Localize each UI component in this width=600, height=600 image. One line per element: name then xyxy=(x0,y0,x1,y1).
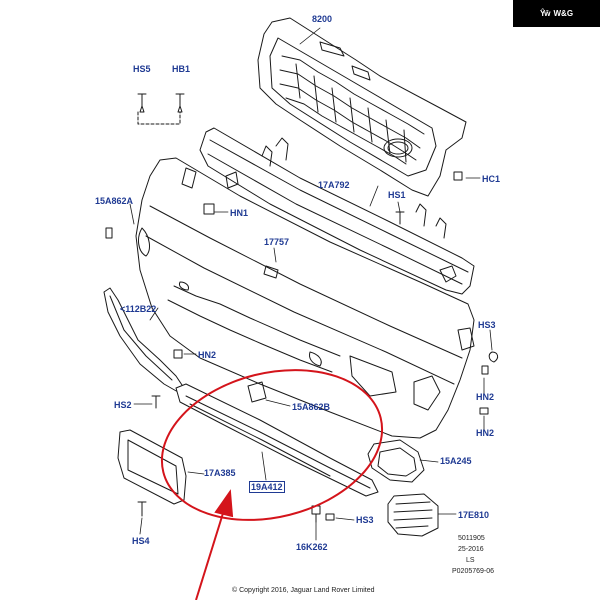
ref-date: 25-2016 xyxy=(458,546,484,553)
callout-17757: 17757 xyxy=(264,237,290,247)
highlight-annotation xyxy=(160,369,384,600)
callout-15a862b: 15A862B xyxy=(292,402,331,412)
highlight-ellipse xyxy=(160,369,384,521)
callout-hn2-right-lower: HN2 xyxy=(476,428,495,438)
callout-16k262: 16K262 xyxy=(296,542,328,552)
callout-hn2-right-upper: HN2 xyxy=(476,392,495,402)
callout-hs1: HS1 xyxy=(388,190,406,200)
highlight-arrow-shaft xyxy=(195,509,225,600)
callout-hs3-lower: HS3 xyxy=(356,515,374,525)
upper-beam-part xyxy=(199,127,475,295)
highlight-arrow-head xyxy=(214,489,234,518)
callout-17e810: 17E810 xyxy=(458,510,490,520)
lower-grille-insert-part xyxy=(387,493,439,537)
callout-hb1: HB1 xyxy=(172,64,191,74)
ref-drawing-id: P0205769-06 xyxy=(452,568,495,575)
leader-lines xyxy=(129,27,493,541)
callout-hs2: HS2 xyxy=(114,400,132,410)
ref-code: LS xyxy=(466,557,475,564)
fasteners xyxy=(105,93,499,523)
bumper-cover-part xyxy=(135,157,475,439)
callout-hn1: HN1 xyxy=(230,208,249,218)
fog-lamp-bezel-part xyxy=(367,439,425,483)
callout-8200: 8200 xyxy=(312,14,333,24)
ref-number: 5011905 xyxy=(458,535,485,542)
callout-15a245: 15A245 xyxy=(440,456,472,466)
logo-mark: Ŷŵ xyxy=(539,9,551,18)
callout-hs5: HS5 xyxy=(133,64,151,74)
grille-part xyxy=(257,17,467,197)
callout-15a862a: 15A862A xyxy=(95,196,134,206)
callout-hc1: HC1 xyxy=(482,174,501,184)
callout-hs3-upper: HS3 xyxy=(478,320,496,330)
lower-beam-part xyxy=(175,381,379,497)
copyright-notice: © Copyright 2016, Jaguar Land Rover Limi… xyxy=(232,587,375,594)
callout-hn2-left: HN2 xyxy=(198,350,217,360)
callout-17a385: 17A385 xyxy=(204,468,236,478)
logo-badge: Ŷŵ W&G xyxy=(513,0,600,27)
callout-hs4: HS4 xyxy=(132,536,150,546)
callout-17a792: 17A792 xyxy=(318,180,350,190)
logo-text: W&G xyxy=(553,9,574,18)
callout-112b22: <112B22 xyxy=(120,304,157,314)
callout-19a412: 19A412 xyxy=(249,481,285,493)
